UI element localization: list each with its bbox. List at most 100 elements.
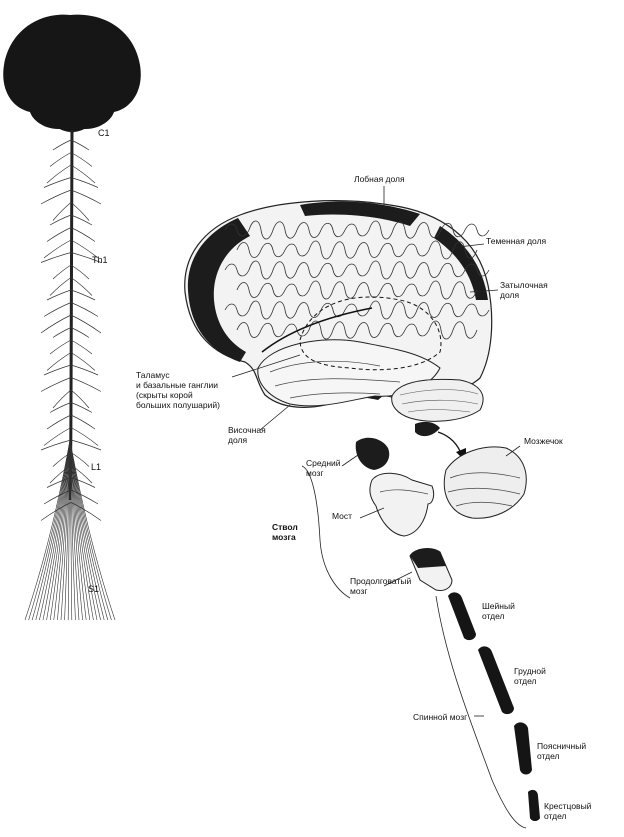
spinal-nerve xyxy=(70,489,99,505)
segment-s1: S1 xyxy=(88,584,100,594)
gyrus xyxy=(272,221,298,239)
spinal-nerve xyxy=(70,339,93,355)
segment-l1: L1 xyxy=(91,462,102,472)
gyrus xyxy=(428,240,454,260)
spinal-nerve xyxy=(46,477,72,488)
gyrus xyxy=(428,320,454,340)
cauda-nerve xyxy=(31,439,71,621)
parietal-leader xyxy=(449,243,485,249)
label-frontal-lobe: Лобная доля xyxy=(354,174,405,184)
gyrus xyxy=(284,323,310,337)
gyrus xyxy=(344,303,370,317)
thalamus-outline xyxy=(299,296,442,371)
spinal-nerve xyxy=(70,239,99,259)
cauda-nerve xyxy=(69,439,116,621)
gyrus xyxy=(416,302,442,318)
occipital-leader xyxy=(469,289,499,293)
temporal-leader xyxy=(259,404,291,431)
spinal-nerve xyxy=(70,464,93,484)
spinal-nerve xyxy=(52,202,72,221)
gyrus xyxy=(428,280,454,300)
pons-leader xyxy=(359,507,385,519)
spinal-nerve xyxy=(49,277,72,296)
cerebellum-folia xyxy=(399,389,479,413)
cauda-nerve xyxy=(69,439,83,621)
medulla-leader xyxy=(383,571,413,587)
cauda-nerve xyxy=(42,439,71,621)
cauda-nerve xyxy=(69,439,91,621)
label-cerebellum: Мозжечок xyxy=(524,436,563,446)
spinal-nerve xyxy=(70,452,90,467)
cauda-nerve xyxy=(69,439,112,621)
gyrus xyxy=(416,262,442,278)
label-brainstem-line2: мозга xyxy=(272,532,296,542)
gyrus xyxy=(392,301,418,319)
cerebellum-silhouette xyxy=(46,112,98,132)
gyrus xyxy=(260,282,286,298)
lumbar-segment xyxy=(514,722,532,775)
spinal-nerve xyxy=(70,314,102,334)
gyrus xyxy=(440,262,466,278)
label-thoracic-line1: Грудной xyxy=(514,666,546,676)
gyrus xyxy=(260,322,286,338)
spinal-nerve xyxy=(70,502,102,521)
label-thoracic-line2: отдел xyxy=(514,676,537,686)
label-midbrain-line2: мозг xyxy=(306,468,324,478)
spinal-nerve xyxy=(70,327,90,338)
thoracic-segment xyxy=(478,646,514,715)
gyrus xyxy=(308,320,334,340)
gyri-texture xyxy=(224,220,490,340)
gyrus xyxy=(260,242,286,258)
spinal-nerve xyxy=(49,464,72,484)
spinal-nerve xyxy=(52,139,72,151)
spinal-nerve xyxy=(70,364,99,376)
label-thoracic: Грудной отдел xyxy=(514,666,546,686)
spinal-nerve xyxy=(70,427,99,446)
brain-lateral xyxy=(184,200,493,462)
label-occipital-line1: Затылочная xyxy=(500,280,548,290)
spinal-nerve xyxy=(70,164,96,184)
gyrus xyxy=(452,241,478,259)
gyrus xyxy=(296,262,322,278)
label-cervical: Шейный отдел xyxy=(482,601,515,621)
gyrus xyxy=(236,322,262,338)
cauda-nerve xyxy=(28,439,71,621)
label-lumbar: Поясничный отдел xyxy=(537,741,586,761)
cauda-nerve xyxy=(69,439,94,621)
spinal-nerve xyxy=(70,177,99,188)
label-pons: Мост xyxy=(332,511,353,521)
spinal-nerve xyxy=(70,264,90,280)
cerebellum-shape xyxy=(443,446,527,519)
label-medulla-line1: Продолговатый xyxy=(350,576,412,586)
spinal-nerve xyxy=(49,214,72,226)
cerebellum-shape-folia xyxy=(447,472,521,507)
gyrus xyxy=(368,300,394,320)
temporal-gyri xyxy=(269,360,401,399)
spinal-nerve xyxy=(70,252,102,263)
spinal-nerve xyxy=(70,477,96,488)
gyrus xyxy=(248,300,274,320)
label-thalamus: Таламус и базальные ганглии (скрыты коро… xyxy=(136,370,220,410)
spinal-nerve xyxy=(40,439,72,451)
label-occipital-line2: доля xyxy=(500,290,520,300)
spinal-nerve xyxy=(52,327,72,338)
label-sacral: Крестцовый отдел xyxy=(544,801,591,821)
spinal-nerve xyxy=(49,339,72,355)
cauda-nerve xyxy=(69,439,98,621)
gyrus xyxy=(236,282,262,298)
label-thalamus-line1: Таламус xyxy=(136,370,170,380)
parietal-shading xyxy=(300,201,420,226)
gyrus xyxy=(356,282,382,298)
gyrus xyxy=(464,303,490,317)
pons-shape xyxy=(369,472,435,537)
gyrus xyxy=(440,302,466,318)
cauda-nerve xyxy=(60,439,71,621)
cauda-nerve xyxy=(69,439,101,621)
spinal-nerve xyxy=(43,177,72,188)
label-thalamus-line4: больших полушарий) xyxy=(136,400,220,410)
gyrus xyxy=(296,222,322,238)
gyrus xyxy=(320,262,346,278)
label-thalamus-line3: (скрыты корой xyxy=(136,390,193,400)
gyrus xyxy=(404,243,430,257)
label-brainstem: Ствол мозга xyxy=(272,522,298,542)
